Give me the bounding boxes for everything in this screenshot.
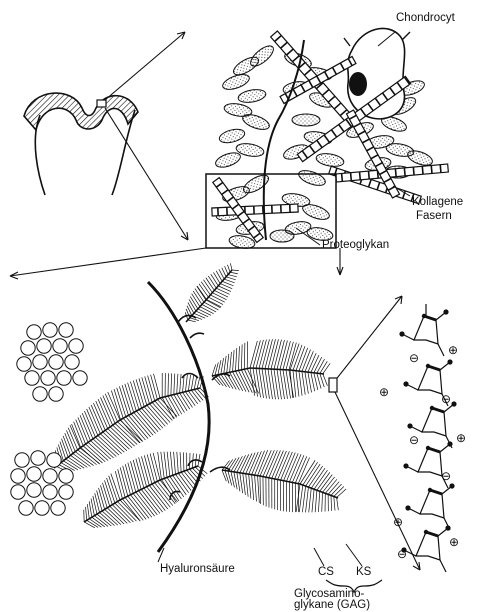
gag-sample-box: [329, 378, 337, 392]
label-collagen-1: Kollagene: [412, 196, 463, 208]
positive-charge: ⊕: [456, 432, 466, 444]
label-cs: CS: [318, 566, 334, 578]
label-proteoglycan: Proteoglykan: [322, 239, 389, 251]
collagen-cross-section: [11, 485, 25, 499]
collagen-cross-section: [17, 357, 31, 371]
collagen-cross-section: [69, 339, 83, 353]
collagen-fiber: [212, 204, 298, 216]
collagen-cross-section: [15, 453, 29, 467]
proteoglycan-bristles: [54, 263, 346, 528]
positive-charge: ⊕: [393, 516, 403, 528]
label-chondrocyte: Chondrocyt: [396, 12, 455, 24]
proteoglycan-blob: [241, 112, 271, 133]
collagen-cross-section: [59, 323, 73, 337]
label-gag-2: glykane (GAG): [294, 599, 370, 611]
collagen-cross-section: [49, 387, 63, 401]
collagen-cross-section: [27, 467, 41, 481]
label-collagen-2: Fasern: [416, 210, 452, 222]
label-hyaluronic-acid: Hyaluronsäure: [160, 563, 235, 575]
proteoglycan-blob: [214, 150, 243, 170]
collagen-cross-section: [21, 341, 35, 355]
proteoglycan-blob: [241, 172, 271, 196]
collagen-cross-section: [73, 371, 87, 385]
proteoglycan-blob: [218, 127, 246, 145]
collagen-cross-section: [41, 371, 55, 385]
collagen-cross-section: [47, 453, 61, 467]
collagen-cross-section: [43, 485, 57, 499]
negative-charge: ⊖: [441, 393, 451, 405]
negative-charge: ⊖: [397, 548, 407, 560]
positive-charge: ⊕: [448, 344, 458, 356]
proteoglycan-blob: [237, 88, 267, 105]
collagen-cross-sections: [11, 323, 87, 515]
negative-charge: ⊖: [409, 352, 419, 364]
collagen-cross-section: [31, 451, 45, 465]
collagen-cross-section: [49, 355, 63, 369]
collagen-cross-section: [37, 339, 51, 353]
collagen-cross-section: [57, 371, 71, 385]
proteoglycan-blob: [301, 202, 331, 223]
collagen-cross-section: [43, 469, 57, 483]
joint-bone-sketch: [24, 93, 138, 195]
collagen-cross-section: [43, 323, 57, 337]
collagen-cross-section: [19, 501, 33, 515]
label-ks: KS: [356, 566, 371, 578]
proteoglycan-blob: [247, 42, 276, 69]
collagen-cross-section: [33, 387, 47, 401]
collagen-cross-section: [33, 355, 47, 369]
collagen-cross-section: [27, 483, 41, 497]
collagen-cross-section: [53, 339, 67, 353]
collagen-cross-section: [27, 325, 41, 339]
cell-nucleus: [349, 72, 367, 96]
positive-charge: ⊕: [449, 536, 459, 548]
positive-charge: ⊕: [379, 386, 389, 398]
negative-charge: ⊖: [441, 470, 451, 482]
proteoglycan-blob: [297, 168, 327, 189]
collagen-cross-section: [11, 469, 25, 483]
negative-charge: ⊖: [409, 434, 419, 446]
collagen-cross-section: [51, 501, 65, 515]
proteoglycan-blob: [292, 114, 320, 126]
collagen-cross-section: [59, 469, 73, 483]
collagen-cross-section: [35, 501, 49, 515]
collagen-cross-section: [59, 485, 73, 499]
sample-box: [97, 100, 106, 107]
proteoglycan-blob: [270, 230, 294, 242]
articular-cartilage-cap: [24, 93, 138, 130]
collagen-cross-section: [25, 371, 39, 385]
proteoglycan-blob: [315, 152, 345, 169]
collagen-cross-section: [65, 355, 79, 369]
